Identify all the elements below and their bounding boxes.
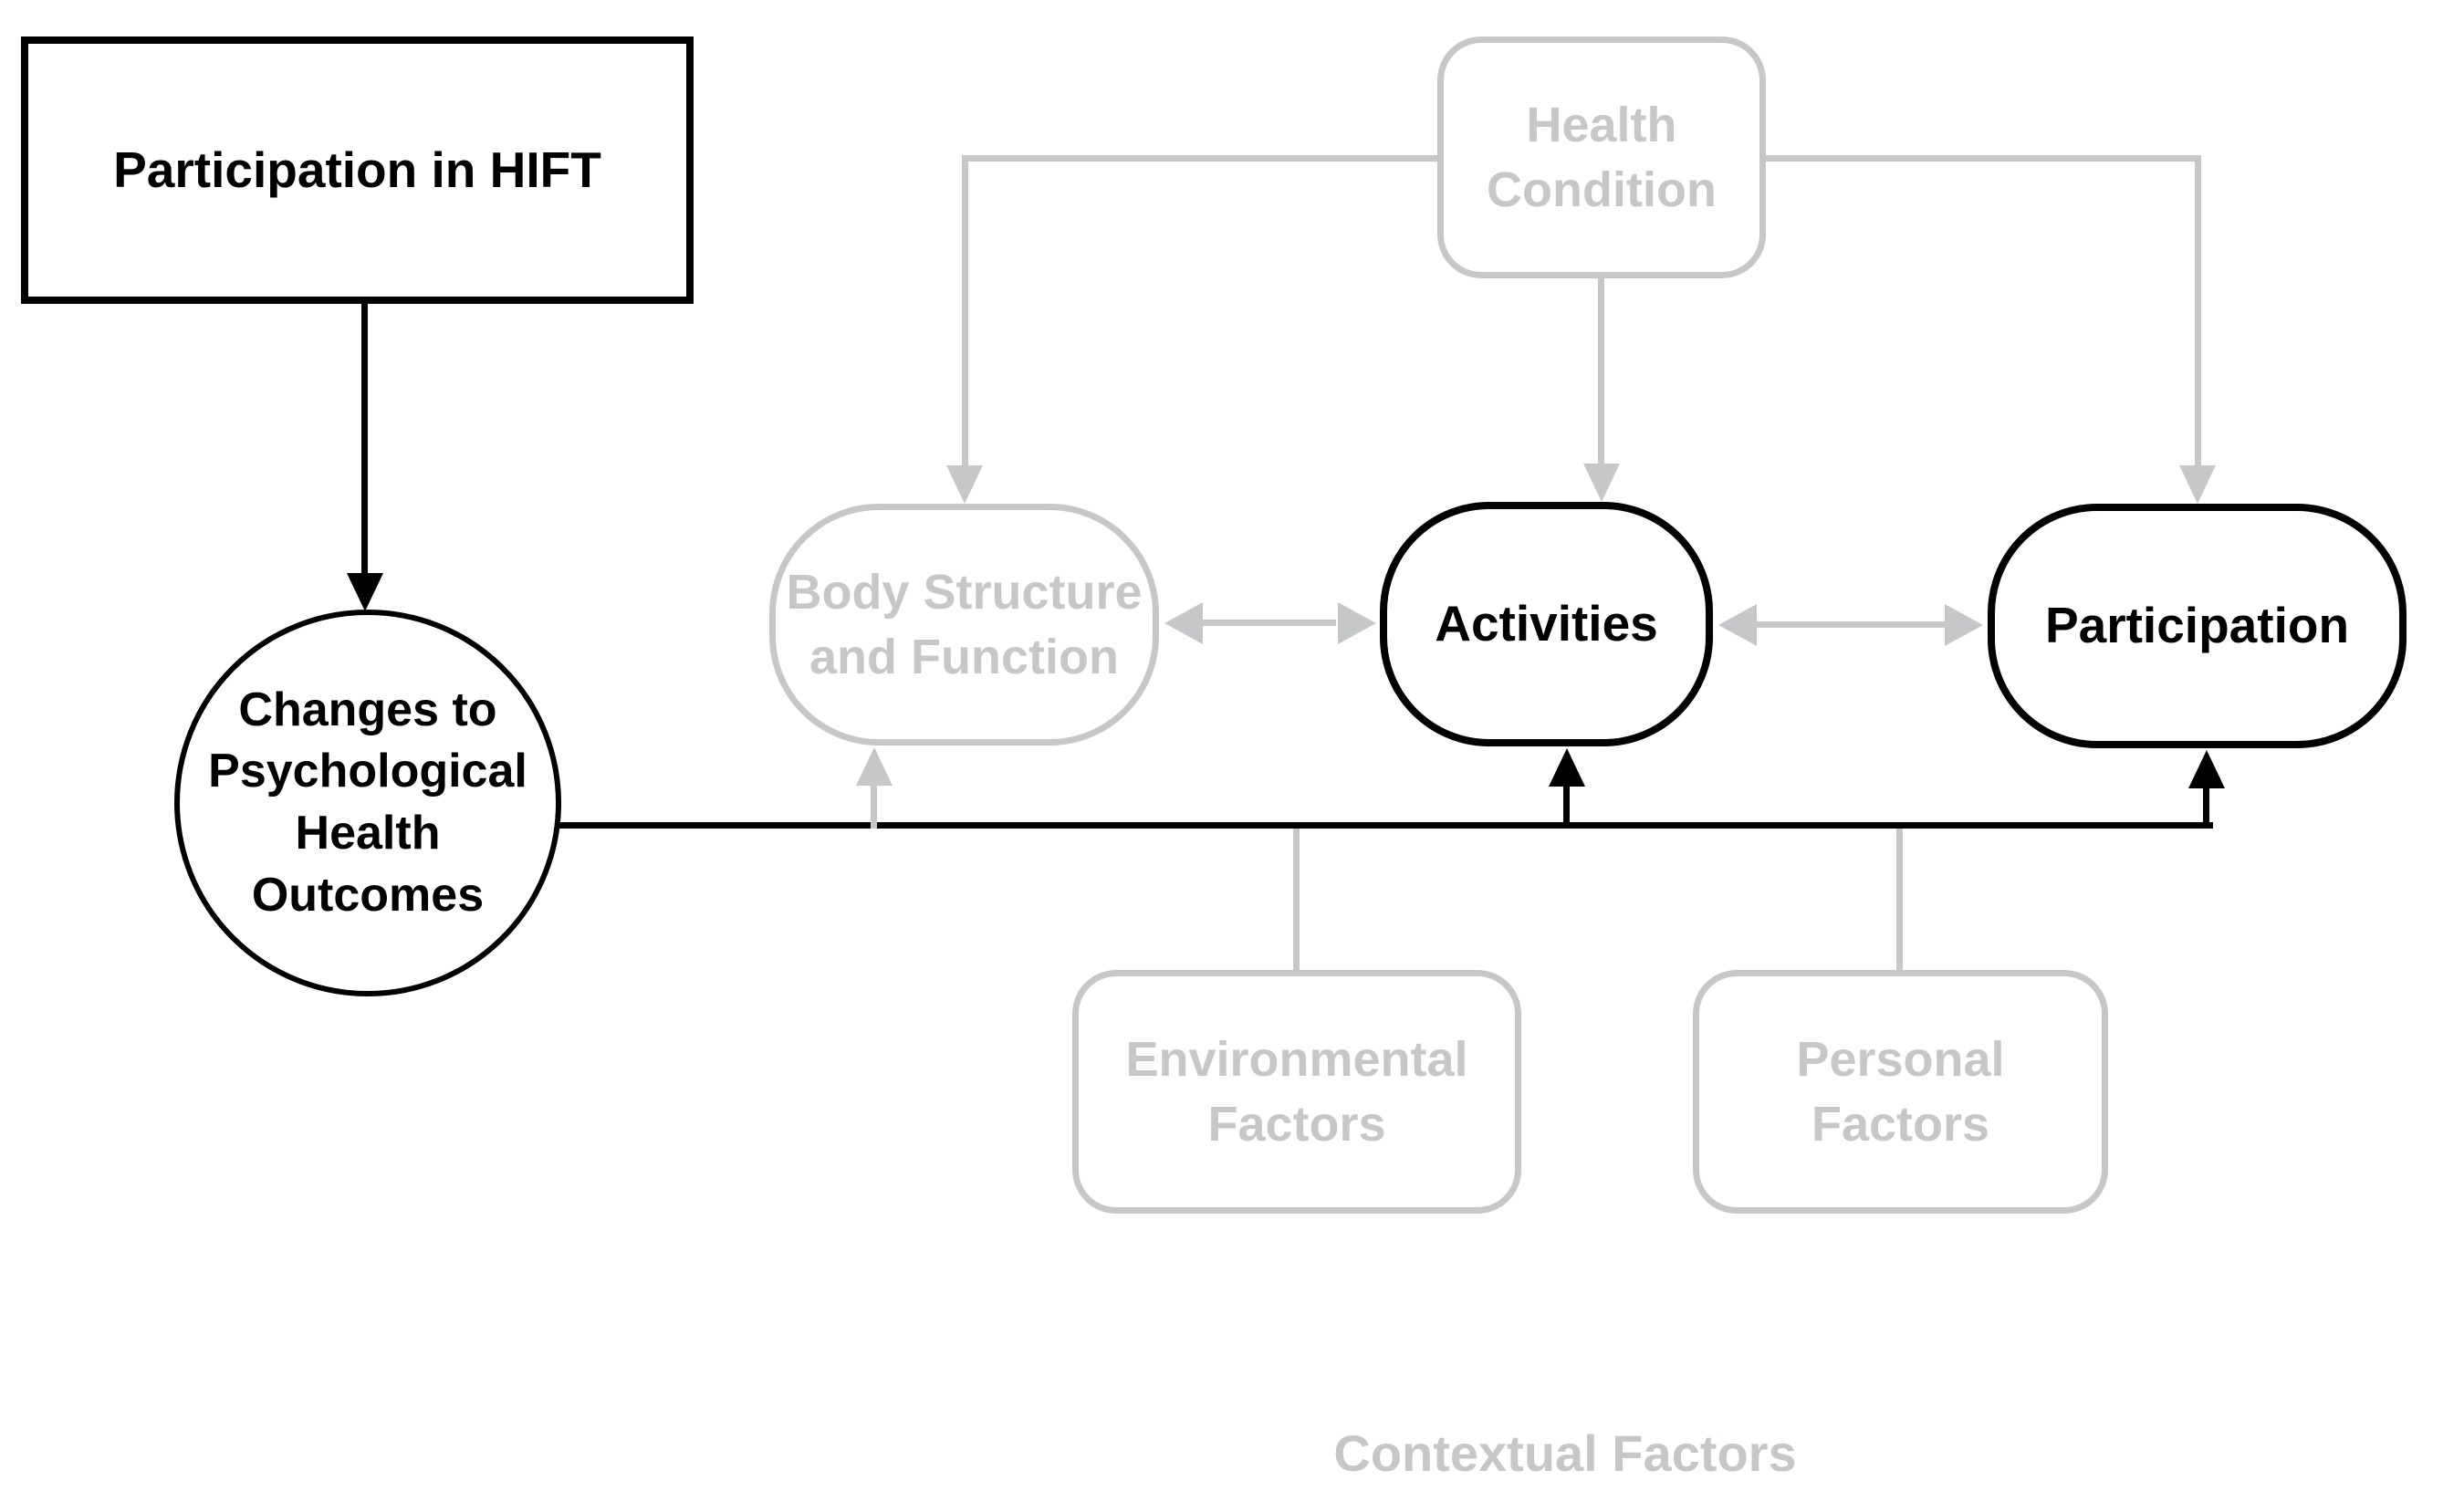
node-participation-in-hift: Participation in HIFT bbox=[21, 36, 694, 304]
edge-health-to-participation-horizontal bbox=[1766, 155, 2201, 162]
edge-contextual-to-body-stem bbox=[871, 783, 877, 829]
edge-circle-to-activities-arrowhead-icon bbox=[1549, 748, 1585, 787]
node-environmental-factors: Environmental Factors bbox=[1072, 970, 1521, 1214]
node-participation-label: Participation bbox=[2044, 597, 2350, 654]
edge-health-to-body-vertical bbox=[962, 155, 968, 467]
node-body-structure-function-label: Body Structure and Function bbox=[786, 565, 1143, 684]
edge-activities-participation-right-arrowhead-icon bbox=[1945, 604, 1983, 646]
edge-body-activities-line bbox=[1199, 620, 1336, 626]
edge-health-to-body-horizontal bbox=[962, 155, 1437, 162]
node-participation-in-hift-label: Participation in HIFT bbox=[113, 141, 601, 198]
edge-circle-to-participation-stem bbox=[2203, 787, 2209, 829]
node-health-condition: Health Condition bbox=[1437, 36, 1766, 278]
node-activities-label: Activities bbox=[1435, 595, 1658, 652]
node-psychological-health-outcomes-label: Changes to Psychological Health Outcomes bbox=[208, 683, 527, 922]
node-body-structure-function: Body Structure and Function bbox=[769, 504, 1159, 746]
edge-activities-participation-line bbox=[1753, 621, 1947, 628]
contextual-factors-caption: Contextual Factors bbox=[1333, 1424, 1797, 1482]
node-personal-factors: Personal Factors bbox=[1693, 970, 2108, 1214]
edge-circle-to-activities-stem bbox=[1563, 785, 1570, 829]
node-participation: Participation bbox=[1988, 504, 2407, 748]
node-personal-factors-label: Personal Factors bbox=[1796, 1032, 2005, 1152]
edge-health-to-body-arrowhead-icon bbox=[946, 465, 983, 504]
edge-circle-to-participation-arrowhead-icon bbox=[2188, 750, 2225, 788]
edge-body-activities-left-arrowhead-icon bbox=[1164, 602, 1203, 644]
edge-hift-to-circle-stem bbox=[361, 304, 368, 578]
edge-health-to-participation-arrowhead-icon bbox=[2179, 465, 2216, 504]
edge-health-to-participation-vertical bbox=[2195, 155, 2201, 467]
node-psychological-health-outcomes: Changes to Psychological Health Outcomes bbox=[174, 610, 561, 996]
edge-health-to-activities-stem bbox=[1598, 278, 1604, 467]
edge-environmental-riser bbox=[1293, 829, 1300, 970]
node-environmental-factors-label: Environmental Factors bbox=[1125, 1032, 1468, 1152]
edge-health-to-activities-arrowhead-icon bbox=[1583, 464, 1620, 502]
edge-activities-participation-left-arrowhead-icon bbox=[1718, 604, 1757, 646]
edge-circle-main-line bbox=[557, 822, 2213, 829]
node-activities: Activities bbox=[1380, 502, 1713, 746]
edge-contextual-to-body-arrowhead-icon bbox=[856, 747, 893, 786]
node-health-condition-label: Health Condition bbox=[1487, 98, 1717, 217]
edge-body-activities-right-arrowhead-icon bbox=[1338, 602, 1376, 644]
edge-hift-to-circle-arrowhead-icon bbox=[347, 573, 383, 611]
edge-personal-riser bbox=[1896, 829, 1903, 970]
